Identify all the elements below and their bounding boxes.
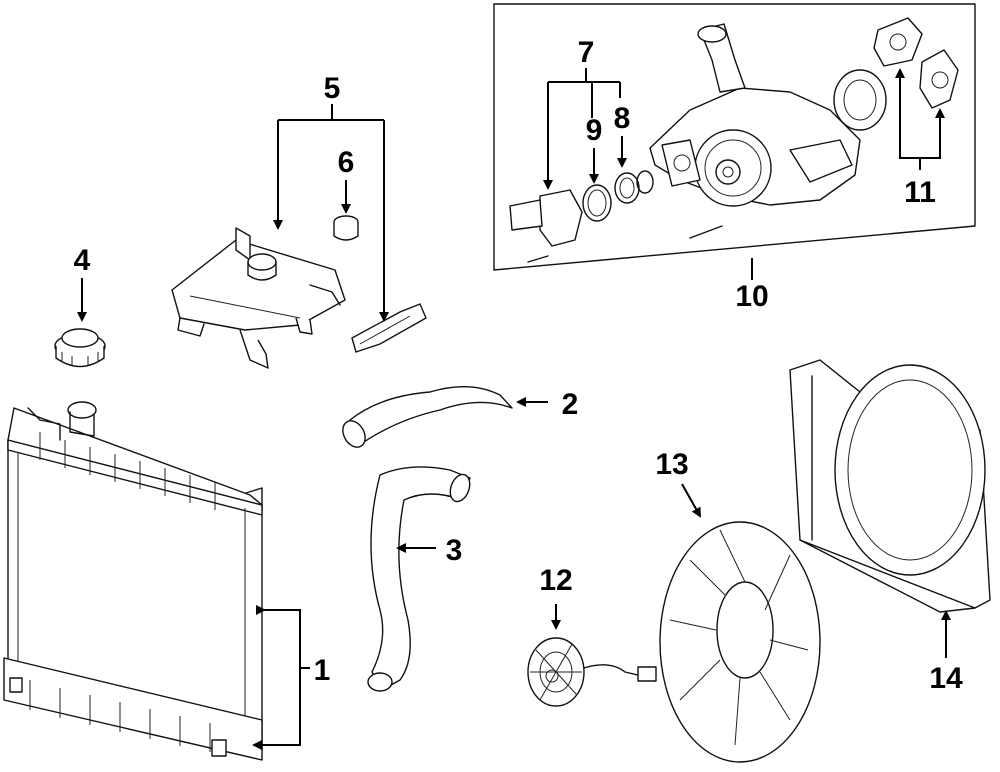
callout-7: 7 <box>578 36 595 69</box>
pump-bolts <box>527 225 723 263</box>
callout-5: 5 <box>324 72 341 105</box>
gasket-seals <box>582 170 654 222</box>
callout-8: 8 <box>614 102 631 135</box>
reservoir-hose <box>351 303 427 353</box>
callout-12: 12 <box>539 564 572 597</box>
radiator <box>3 401 263 761</box>
callout-14: 14 <box>929 662 963 695</box>
water-pump <box>649 23 861 207</box>
coolant-reservoir <box>171 227 346 369</box>
radiator-cap <box>54 328 106 368</box>
callout-4: 4 <box>74 244 91 277</box>
lower-radiator-hose <box>367 466 471 692</box>
fan-clutch <box>527 637 657 707</box>
callout-3: 3 <box>446 534 463 567</box>
callout-2: 2 <box>562 388 579 421</box>
callout-labels: 1 2 3 4 5 6 7 8 9 10 11 12 13 14 <box>74 36 963 695</box>
reservoir-cap <box>333 215 359 241</box>
cooling-fan <box>659 521 821 763</box>
callout-11: 11 <box>904 176 936 209</box>
pump-gaskets <box>873 17 959 109</box>
leader-lines <box>77 68 951 750</box>
thermostat-housing <box>509 189 583 247</box>
fan-shroud <box>789 359 991 613</box>
callout-9: 9 <box>586 114 603 147</box>
callout-6: 6 <box>338 146 355 179</box>
callout-1: 1 <box>314 654 331 687</box>
callout-13: 13 <box>655 448 688 481</box>
callout-10: 10 <box>735 280 768 313</box>
water-pump-inset-frame <box>493 3 976 271</box>
upper-radiator-hose <box>342 385 513 448</box>
pump-pulley <box>833 69 887 131</box>
